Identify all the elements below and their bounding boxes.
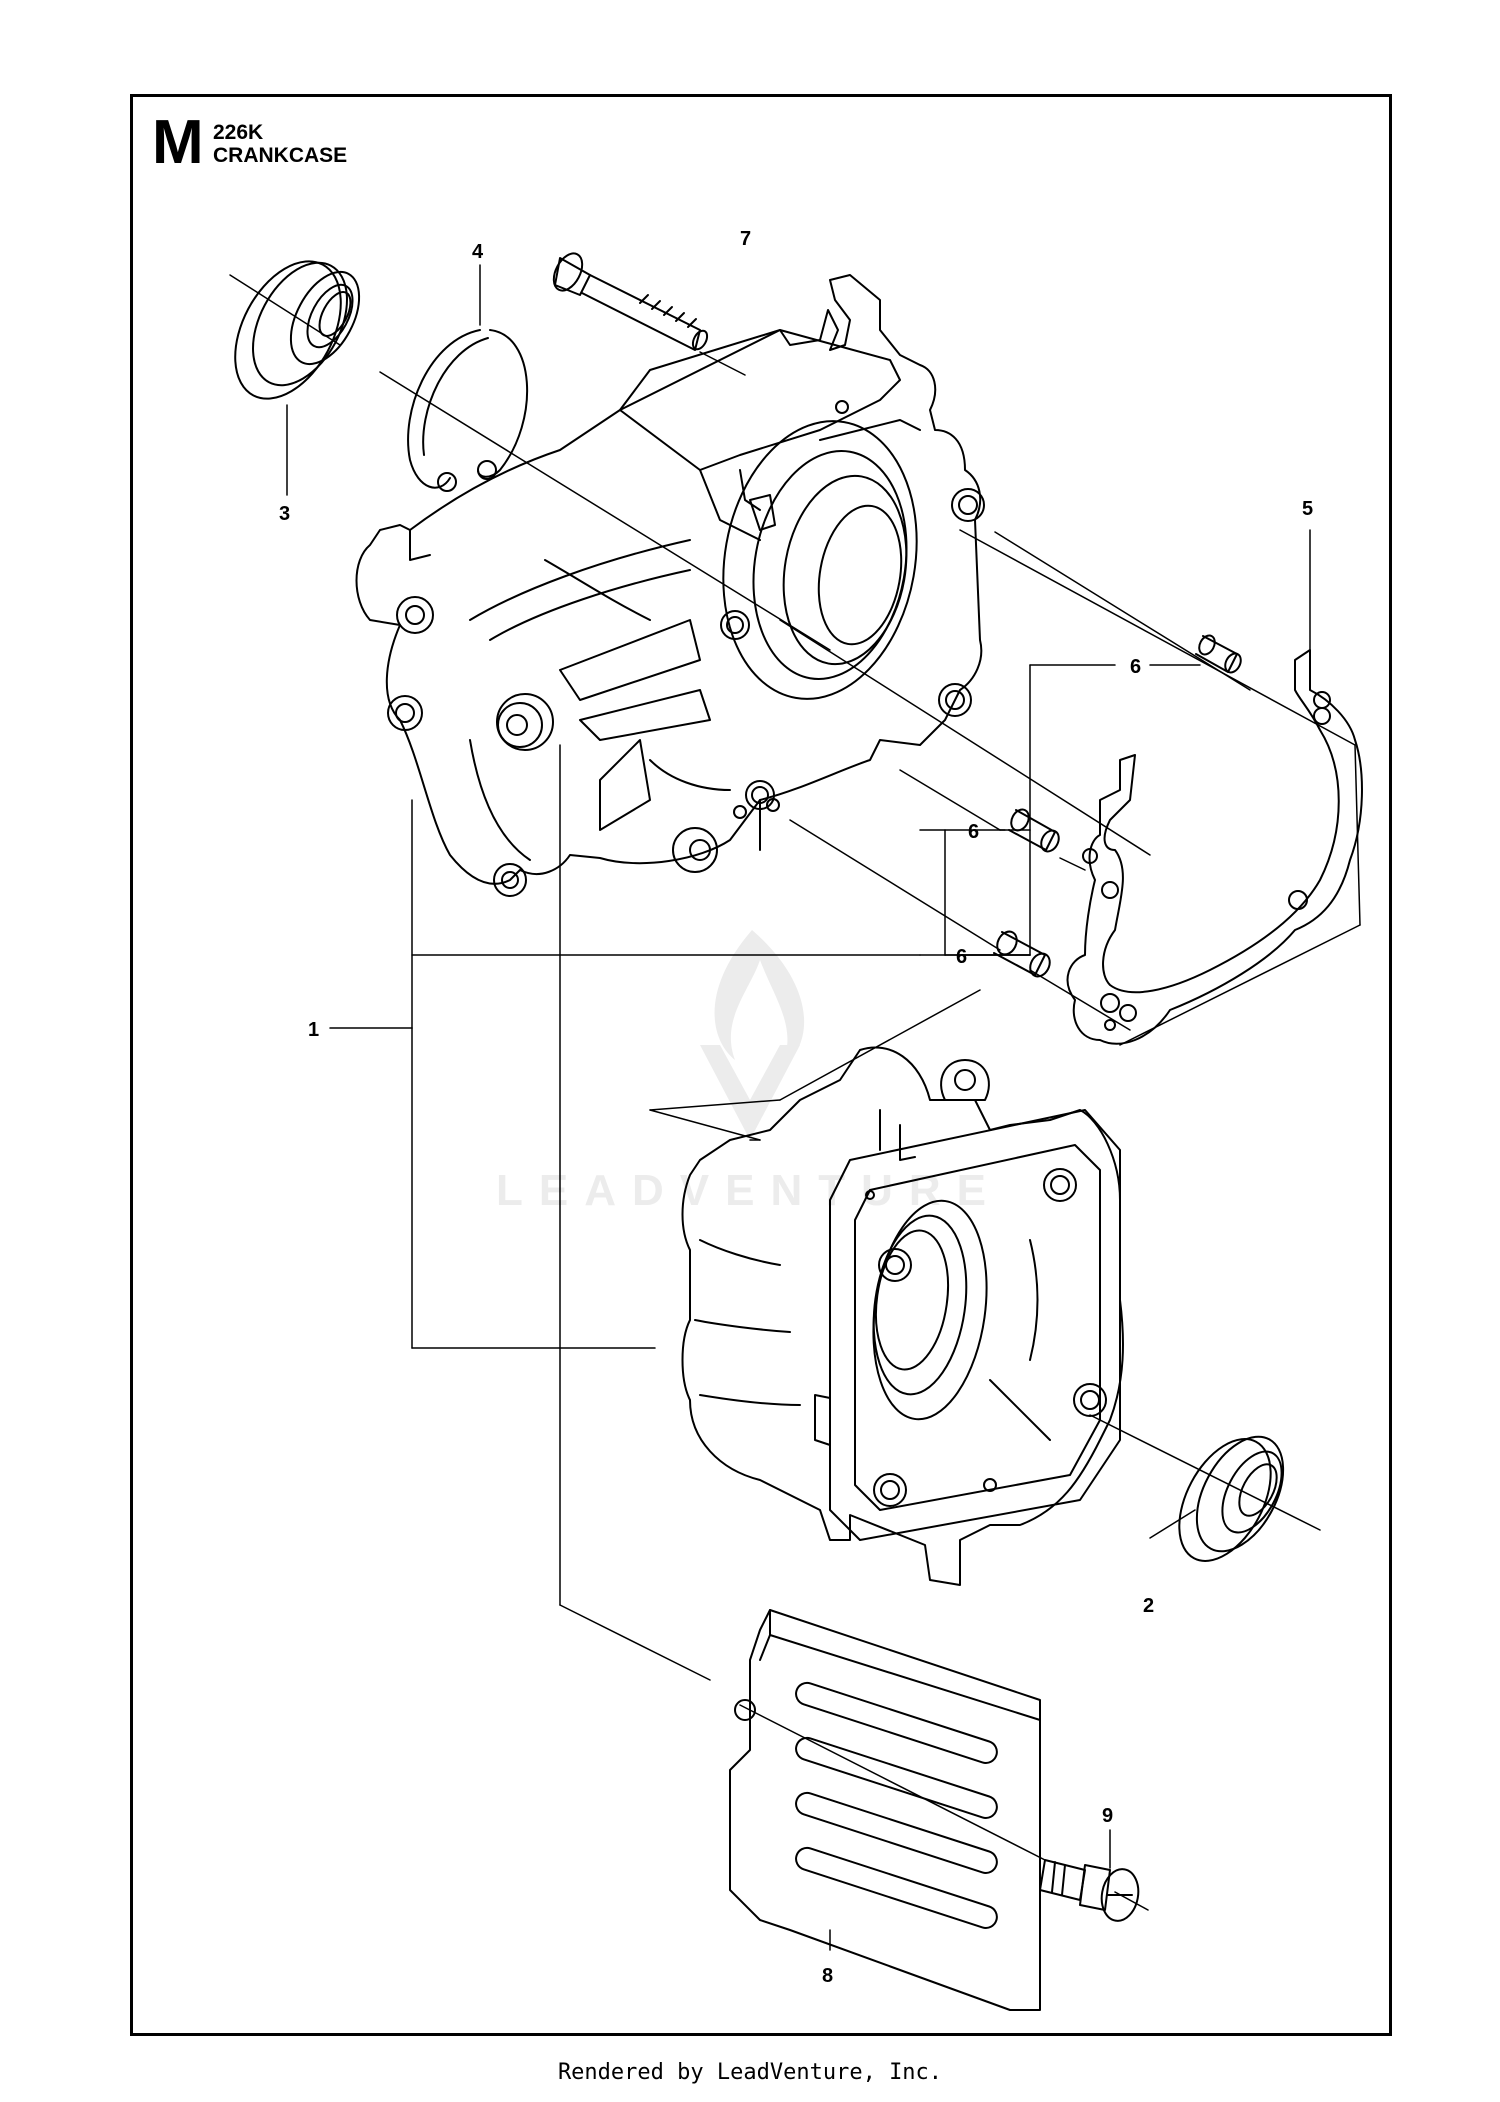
callout-6-top: 6 xyxy=(1130,656,1141,678)
diagram-frame xyxy=(130,94,1392,2036)
part-7-screw xyxy=(552,252,709,351)
callout-1: 1 xyxy=(308,1019,319,1041)
callout-7: 7 xyxy=(740,228,751,250)
callout-6-bottom: 6 xyxy=(956,946,967,968)
part-6-pin-c xyxy=(993,930,1051,978)
part-6-pin-a xyxy=(1195,634,1242,674)
part-4-circlip xyxy=(407,329,529,492)
callout-lines xyxy=(286,264,1311,1951)
callout-5: 5 xyxy=(1302,498,1313,520)
part-2-seal xyxy=(1178,1435,1285,1562)
callout-6-middle: 6 xyxy=(968,821,979,843)
part-8-plate xyxy=(729,1609,1041,2011)
callout-4: 4 xyxy=(472,241,484,263)
callout-9: 9 xyxy=(1102,1805,1113,1827)
part-9-screw xyxy=(1039,1859,1140,1922)
part-1-crankcase-upper xyxy=(355,274,985,897)
callout-3: 3 xyxy=(279,503,290,525)
part-5-gasket xyxy=(1066,649,1363,1045)
footer-credit: Rendered by LeadVenture, Inc. xyxy=(557,2060,943,2085)
model-code: 226K xyxy=(213,121,264,144)
part-3-seal xyxy=(234,260,361,400)
callout-2: 2 xyxy=(1143,1595,1154,1617)
watermark-text: LEADVENTURE xyxy=(496,1166,1003,1215)
part-1-crankcase-lower xyxy=(681,1046,1124,1586)
part-6-pin-b xyxy=(1008,808,1060,853)
callout-8: 8 xyxy=(822,1965,833,1987)
section-letter: M xyxy=(152,108,204,177)
leader-lines xyxy=(229,274,1361,1911)
section-title: CRANKCASE xyxy=(213,144,348,167)
callout-labels: 1 2 3 4 5 6 6 6 7 8 9 xyxy=(279,228,1313,1987)
